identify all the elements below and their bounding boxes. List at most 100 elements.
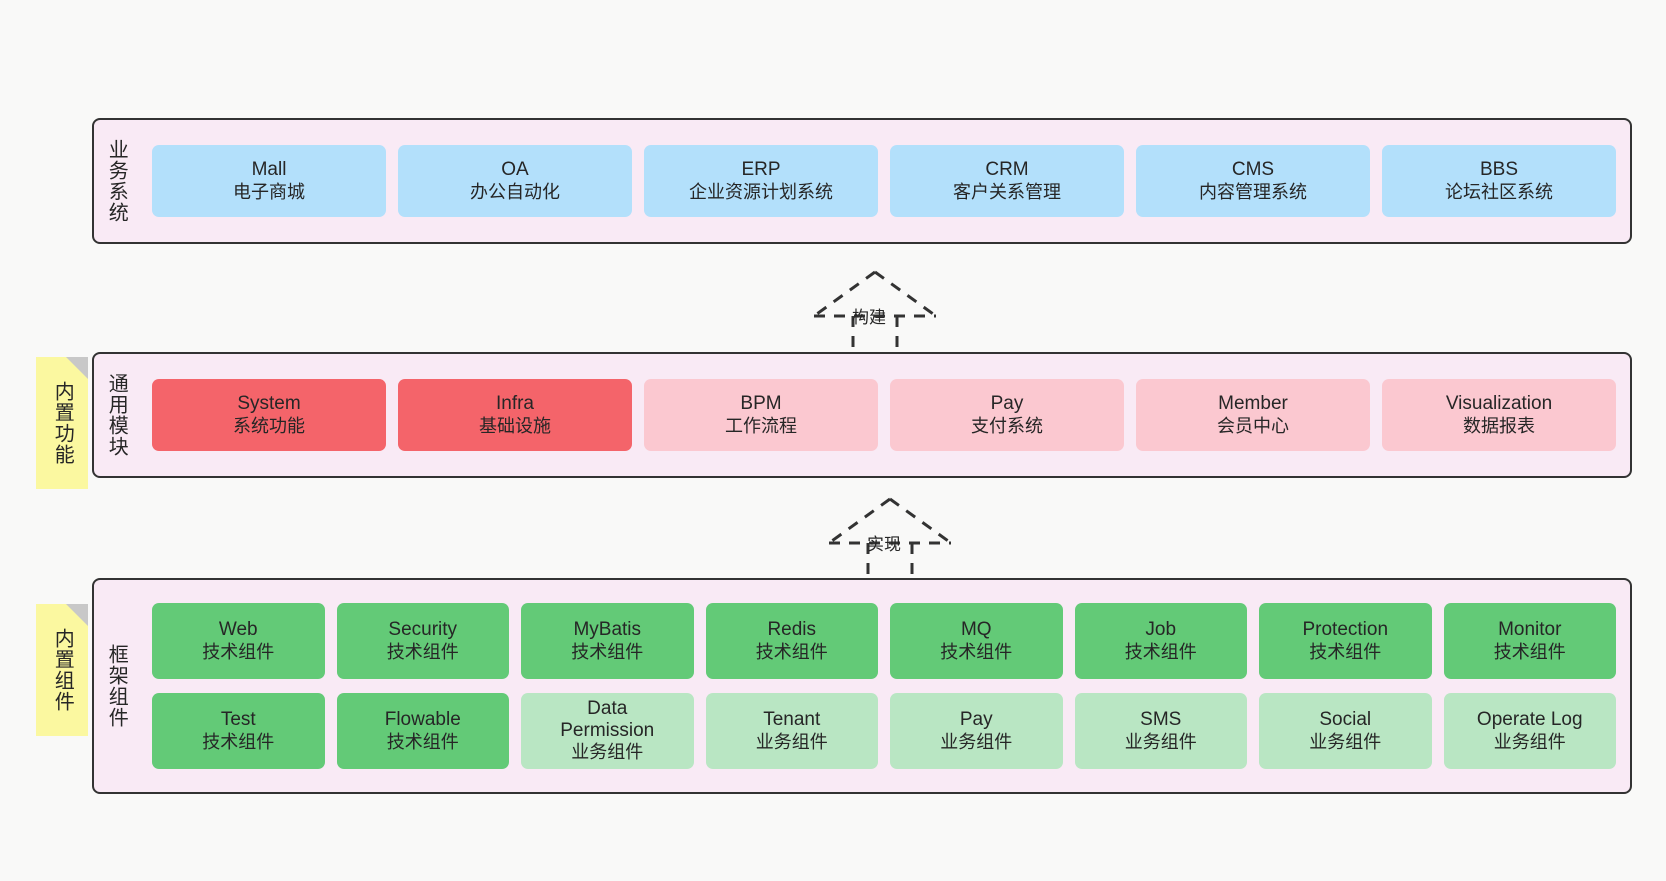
- module-box-mall[interactable]: Mall 电子商城: [152, 145, 386, 217]
- arrowhead-right-edge: [874, 270, 937, 318]
- module-box-pay[interactable]: Pay 支付系统: [890, 379, 1124, 451]
- component-subtitle: 技术组件: [755, 641, 828, 662]
- module-subtitle: 企业资源计划系统: [689, 181, 833, 202]
- component-title: Redis: [767, 619, 817, 641]
- layer-framework-component: 框架组件 Web 技术组件 Security 技术组件 MyBatis 技术组件…: [92, 578, 1632, 794]
- module-title: Mall: [251, 159, 287, 181]
- component-subtitle: 业务组件: [1309, 731, 1382, 752]
- component-title: Test: [220, 709, 256, 731]
- arrowhead-left-edge: [813, 270, 876, 318]
- layer-body-common-module: System 系统功能 Infra 基础设施 BPM 工作流程 Pay 支付系统…: [138, 354, 1630, 476]
- component-box-flowable[interactable]: Flowable 技术组件: [336, 693, 509, 769]
- note-fold-corner-icon: [66, 357, 88, 379]
- component-box-mybatis[interactable]: MyBatis 技术组件: [521, 603, 694, 679]
- component-title: Tenant: [763, 709, 821, 731]
- component-title: MQ: [960, 619, 992, 641]
- component-subtitle: 业务组件: [940, 731, 1013, 752]
- component-subtitle: 技术组件: [202, 641, 275, 662]
- component-box-redis[interactable]: Redis 技术组件: [705, 603, 878, 679]
- component-box-job[interactable]: Job 技术组件: [1074, 603, 1247, 679]
- layer-body-business-system: Mall 电子商城 OA 办公自动化 ERP 企业资源计划系统 CRM 客户关系…: [138, 120, 1630, 242]
- component-box-protection[interactable]: Protection 技术组件: [1259, 603, 1432, 679]
- component-title: Security: [388, 619, 458, 641]
- component-box-security[interactable]: Security 技术组件: [336, 603, 509, 679]
- module-box-system[interactable]: System 系统功能: [152, 379, 386, 451]
- module-title: Pay: [990, 393, 1024, 415]
- layer-common-module: 通用模块 System 系统功能 Infra 基础设施 BPM 工作流程 Pay…: [92, 352, 1632, 478]
- component-box-web[interactable]: Web 技术组件: [152, 603, 325, 679]
- component-title: Flowable: [384, 709, 461, 731]
- component-title: SMS: [1140, 709, 1182, 731]
- component-subtitle: 技术组件: [571, 641, 644, 662]
- module-subtitle: 基础设施: [479, 415, 551, 436]
- sticky-note-builtin-component: 内置组件: [36, 604, 88, 736]
- module-title: System: [237, 393, 301, 415]
- layer-label-common-module: 通用模块: [105, 373, 128, 457]
- module-title: Member: [1218, 393, 1288, 415]
- layer-business-system: 业务系统 Mall 电子商城 OA 办公自动化 ERP 企业资源计划系统 CRM…: [92, 118, 1632, 244]
- module-subtitle: 会员中心: [1217, 415, 1289, 436]
- connector-label-build: 构建: [852, 308, 886, 327]
- module-box-oa[interactable]: OA 办公自动化: [398, 145, 632, 217]
- module-box-bbs[interactable]: BBS 论坛社区系统: [1382, 145, 1616, 217]
- module-box-bpm[interactable]: BPM 工作流程: [644, 379, 878, 451]
- sticky-note-label: 内置功能: [51, 381, 74, 465]
- module-box-cms[interactable]: CMS 内容管理系统: [1136, 145, 1370, 217]
- module-subtitle: 论坛社区系统: [1445, 181, 1553, 202]
- component-title: Job: [1145, 619, 1177, 641]
- module-title: ERP: [741, 159, 781, 181]
- module-row: System 系统功能 Infra 基础设施 BPM 工作流程 Pay 支付系统…: [152, 379, 1616, 451]
- module-subtitle: 电子商城: [233, 181, 305, 202]
- component-subtitle: 业务组件: [1493, 731, 1566, 752]
- module-title: Infra: [495, 393, 535, 415]
- component-subtitle: 技术组件: [386, 731, 459, 752]
- component-box-sms[interactable]: SMS 业务组件: [1074, 693, 1247, 769]
- sticky-note-builtin-function: 内置功能: [36, 357, 88, 489]
- module-box-member[interactable]: Member 会员中心: [1136, 379, 1370, 451]
- component-title: Data Permission: [560, 697, 655, 742]
- layer-body-framework-component: Web 技术组件 Security 技术组件 MyBatis 技术组件 Redi…: [138, 580, 1630, 792]
- component-box-operate-log[interactable]: Operate Log 业务组件: [1443, 693, 1616, 769]
- module-title: Visualization: [1445, 393, 1553, 415]
- component-box-monitor[interactable]: Monitor 技术组件: [1443, 603, 1616, 679]
- layer-label-business-system: 业务系统: [105, 139, 128, 223]
- module-title: BPM: [740, 393, 782, 415]
- module-subtitle: 客户关系管理: [953, 181, 1061, 202]
- note-fold-corner-icon: [66, 604, 88, 626]
- component-subtitle: 业务组件: [1124, 731, 1197, 752]
- component-subtitle: 技术组件: [940, 641, 1013, 662]
- component-row-business: Test 技术组件 Flowable 技术组件 Data Permission …: [152, 693, 1616, 769]
- component-subtitle: 技术组件: [1309, 641, 1382, 662]
- component-box-data-permission[interactable]: Data Permission 业务组件: [521, 693, 694, 769]
- module-subtitle: 工作流程: [725, 415, 797, 436]
- component-title: MyBatis: [573, 619, 642, 641]
- component-subtitle: 业务组件: [755, 731, 828, 752]
- sticky-note-label: 内置组件: [51, 628, 74, 712]
- module-box-crm[interactable]: CRM 客户关系管理: [890, 145, 1124, 217]
- component-subtitle: 技术组件: [202, 731, 275, 752]
- module-box-visualization[interactable]: Visualization 数据报表: [1382, 379, 1616, 451]
- component-subtitle: 技术组件: [1493, 641, 1566, 662]
- module-subtitle: 内容管理系统: [1199, 181, 1307, 202]
- connector-build: 构建: [800, 268, 950, 356]
- connector-implement: 实现: [815, 495, 965, 583]
- module-title: CMS: [1231, 159, 1275, 181]
- connector-label-implement: 实现: [867, 535, 901, 554]
- component-box-social[interactable]: Social 业务组件: [1259, 693, 1432, 769]
- component-box-test[interactable]: Test 技术组件: [152, 693, 325, 769]
- component-box-pay[interactable]: Pay 业务组件: [890, 693, 1063, 769]
- component-title: Web: [218, 619, 258, 641]
- component-box-mq[interactable]: MQ 技术组件: [890, 603, 1063, 679]
- component-row-tech: Web 技术组件 Security 技术组件 MyBatis 技术组件 Redi…: [152, 603, 1616, 679]
- module-subtitle: 系统功能: [233, 415, 305, 436]
- component-subtitle: 技术组件: [1124, 641, 1197, 662]
- module-row: Mall 电子商城 OA 办公自动化 ERP 企业资源计划系统 CRM 客户关系…: [152, 145, 1616, 217]
- component-box-tenant[interactable]: Tenant 业务组件: [705, 693, 878, 769]
- module-box-erp[interactable]: ERP 企业资源计划系统: [644, 145, 878, 217]
- module-box-infra[interactable]: Infra 基础设施: [398, 379, 632, 451]
- component-subtitle: 业务组件: [571, 742, 644, 763]
- component-title: Protection: [1302, 619, 1389, 641]
- component-title: Social: [1319, 709, 1372, 731]
- component-title: Pay: [959, 709, 993, 731]
